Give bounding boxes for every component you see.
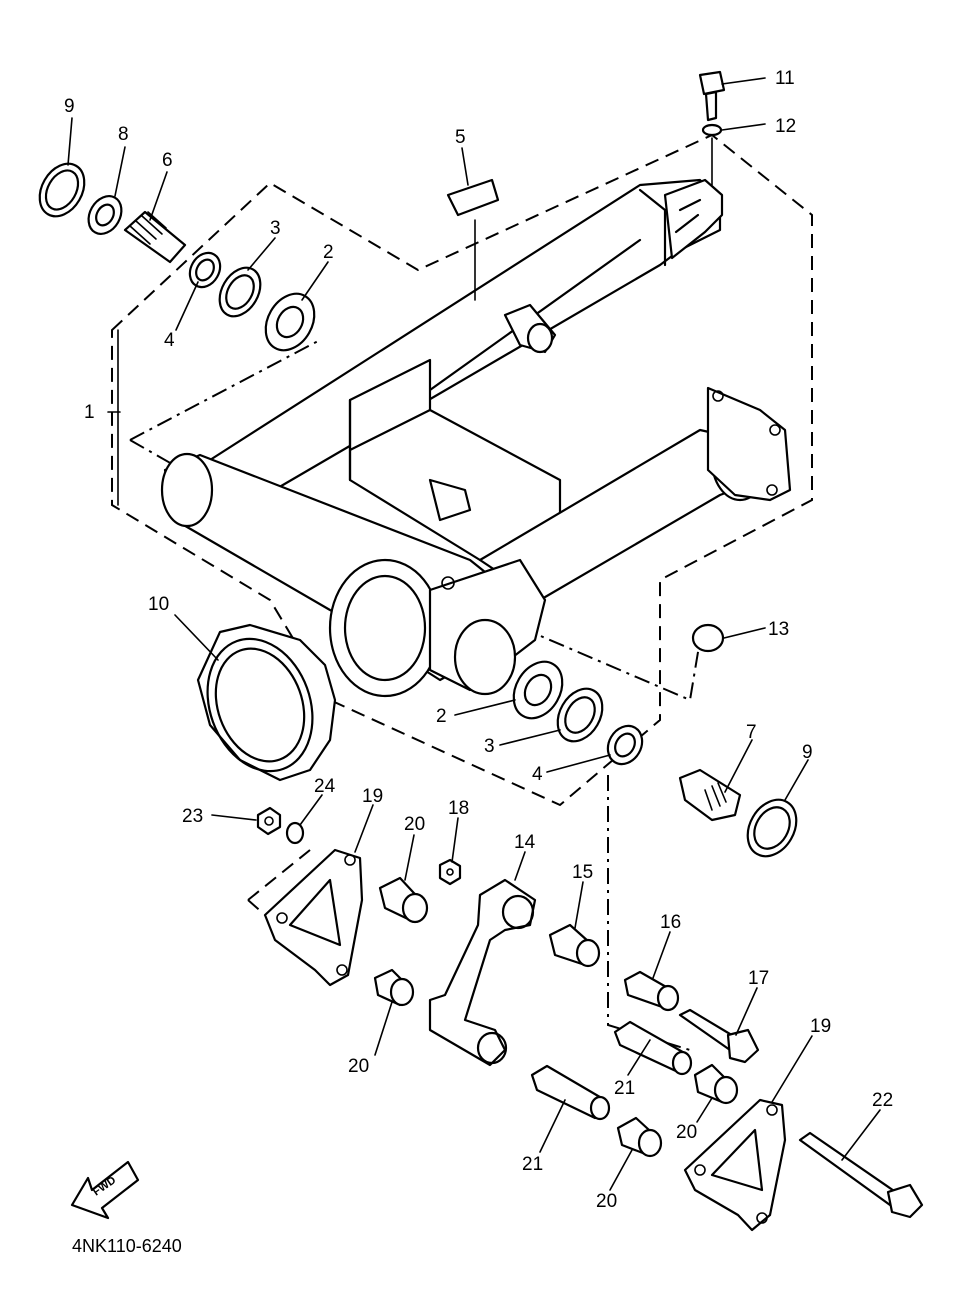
part-15-bushing <box>548 923 601 968</box>
drawing-code: 4NK110-6240 <box>72 1236 182 1256</box>
callout-24: 24 <box>314 776 336 797</box>
part-19-plate-left <box>263 848 364 987</box>
swingarm <box>160 178 792 698</box>
callout-20-a: 20 <box>404 814 425 835</box>
part-2-bearing-left <box>264 292 316 352</box>
part-14-connecting-rod <box>428 878 537 1067</box>
part-3-oil-seal-left <box>218 266 262 318</box>
part-9-cap-left <box>38 162 86 218</box>
assembly-boundary-dashed <box>111 133 813 807</box>
part-21-collar-b <box>530 1064 611 1121</box>
part-17-bolt <box>678 1008 760 1064</box>
callout-12: 12 <box>775 116 796 137</box>
part-24-washer <box>285 821 305 845</box>
callout-11: 11 <box>775 68 795 89</box>
part-16-bushing <box>623 970 680 1012</box>
callout-3-right: 3 <box>484 736 495 757</box>
callout-20-b: 20 <box>348 1056 369 1077</box>
callout-21-b: 21 <box>522 1154 543 1175</box>
callout-9-left: 9 <box>64 96 75 117</box>
callout-7: 7 <box>746 722 757 743</box>
callout-15: 15 <box>572 862 593 883</box>
part-21-collar-a <box>613 1020 693 1076</box>
part-23-nut <box>256 806 282 836</box>
part-9-cap-right <box>746 798 798 858</box>
part-13-cap <box>691 623 725 653</box>
part-20-bushing-c <box>693 1063 739 1105</box>
part-8-nut <box>87 195 123 235</box>
part-19-plate-right <box>683 1098 787 1232</box>
callout-4-right: 4 <box>532 764 543 785</box>
callout-23: 23 <box>182 806 203 827</box>
part-5-tag <box>446 178 500 217</box>
part-20-bushing-d <box>616 1116 663 1158</box>
callout-19-right: 19 <box>810 1016 831 1037</box>
callout-20-d: 20 <box>596 1191 617 1212</box>
callout-19-left: 19 <box>362 786 383 807</box>
callout-13: 13 <box>768 619 789 640</box>
part-12-washer <box>701 123 723 137</box>
callout-22: 22 <box>872 1090 893 1111</box>
callout-14: 14 <box>514 832 536 853</box>
callout-5: 5 <box>455 127 466 148</box>
callout-8: 8 <box>118 124 129 145</box>
upper-bushing <box>503 303 557 354</box>
callout-6: 6 <box>162 150 173 171</box>
centerline-right <box>129 339 701 702</box>
centerline-linkage <box>607 775 691 1051</box>
callout-2-left: 2 <box>323 242 334 263</box>
callout-3-left: 3 <box>270 218 281 239</box>
callout-9-right: 9 <box>802 742 813 763</box>
fwd-arrow-icon: FWD <box>70 1160 140 1220</box>
callout-4-left: 4 <box>164 330 175 351</box>
part-4-collar-left <box>188 251 222 289</box>
part-4-collar-right <box>606 724 644 766</box>
callout-labels: 9 8 6 3 2 4 5 1 10 11 12 13 2 3 4 7 9 23… <box>64 68 893 1212</box>
part-20-bushing-b <box>373 968 415 1007</box>
callout-16: 16 <box>660 912 681 933</box>
part-10-hub-ring <box>196 623 337 782</box>
part-22-long-bolt <box>798 1131 924 1219</box>
callout-1: 1 <box>84 402 95 423</box>
callout-17: 17 <box>748 968 769 989</box>
callout-18: 18 <box>448 798 469 819</box>
part-20-bushing-a <box>378 876 429 924</box>
leader-lines <box>67 77 881 1191</box>
part-6-pivot-shaft <box>123 210 187 264</box>
part-18-nut <box>438 858 462 886</box>
part-7-pivot-shaft <box>678 768 742 822</box>
part-11-bolt <box>698 70 726 122</box>
callout-2-right: 2 <box>436 706 447 727</box>
callout-10: 10 <box>148 594 169 615</box>
part-2-bearing-right <box>512 660 564 720</box>
part-3-oil-seal-right <box>556 687 604 743</box>
callout-20-c: 20 <box>676 1122 697 1143</box>
callout-21-a: 21 <box>614 1078 635 1099</box>
